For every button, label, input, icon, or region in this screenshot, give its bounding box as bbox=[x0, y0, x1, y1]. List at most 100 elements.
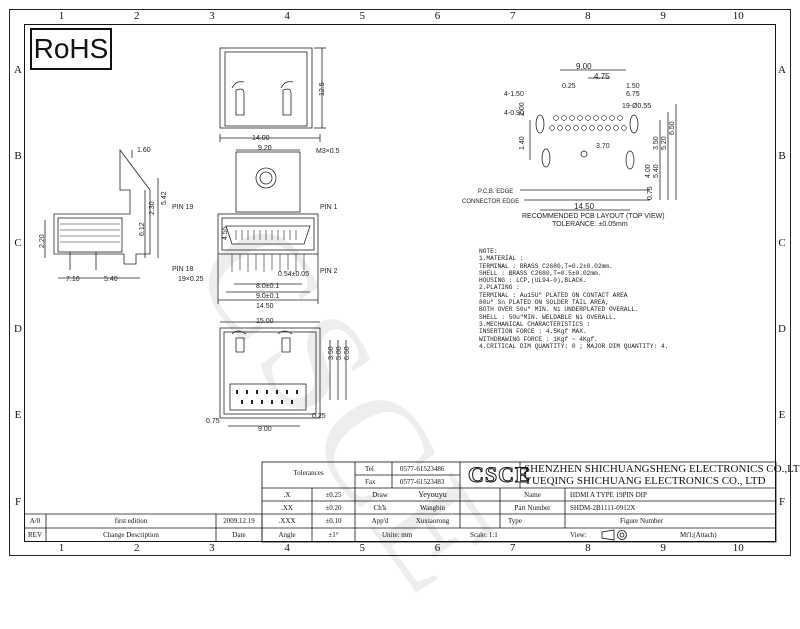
scale-label: Scale: 1:1 bbox=[470, 531, 498, 539]
row-label-right: D bbox=[778, 322, 786, 335]
notes-block: NOTE:1.MATERIAL : TERMINAL : BRASS C2680… bbox=[479, 248, 668, 350]
draw-value: Yeyouyu bbox=[418, 490, 447, 499]
row-label-left: A bbox=[14, 64, 22, 76]
dim-pcb-370: 3.70 bbox=[596, 143, 610, 150]
check-value: Wangbin bbox=[419, 504, 446, 512]
note-line: TERMINAL : Au15U" PLATED ON CONTACT AREA bbox=[479, 291, 628, 299]
label-connector-edge: CONNECTOR EDGE bbox=[462, 199, 519, 205]
name-label: Name bbox=[524, 491, 541, 499]
row-label-right: A bbox=[778, 64, 786, 76]
revision-date: 2009.12.19 bbox=[223, 517, 255, 525]
dim-pcb-19-055: 19-Ø0.55 bbox=[622, 103, 651, 110]
note-line: SHELL : 50u"MIN. WELDABLE Ni OVERALL. bbox=[479, 313, 617, 321]
label-pitch: 19×0.25 bbox=[178, 276, 204, 283]
drawing-canvas: 12.5 14.00 9.20 M3×0.5 4.55 0.54±0.05 8.… bbox=[24, 47, 777, 543]
dim-front-width: 14.00 bbox=[252, 135, 270, 142]
material-label: Mt'l:(Attach) bbox=[680, 531, 717, 539]
pcb-tolerance: TOLERANCE: ±0.05mm bbox=[552, 221, 628, 228]
dim-side-220: 2.20 bbox=[39, 234, 46, 248]
inner-frame bbox=[24, 24, 776, 542]
dim-pcb-675: 6.75 bbox=[626, 91, 640, 98]
row-label-left: D bbox=[14, 322, 22, 335]
dim-pcb-150: 1.50 bbox=[626, 83, 640, 90]
row-label-right: C bbox=[778, 236, 786, 249]
column-label-top: 10 bbox=[732, 10, 744, 22]
type-label: Type bbox=[508, 517, 522, 525]
dim-side-540: 5.40 bbox=[104, 276, 118, 283]
dim-bottom-1500: 15.00 bbox=[256, 318, 274, 325]
dim-455: 4.55 bbox=[222, 226, 229, 240]
column-label-bottom: 8 bbox=[585, 542, 591, 554]
dim-pcb-400: 4.00 bbox=[645, 164, 652, 178]
label-pin18: PIN 18 bbox=[172, 266, 194, 273]
fax-label: Fax bbox=[365, 478, 376, 486]
tel-value: 0577-61523486 bbox=[400, 465, 445, 473]
dim-pcb-475: 4.75 bbox=[594, 72, 610, 81]
dim-side-160: 1.60 bbox=[137, 147, 151, 154]
part-number-label: Part Number bbox=[514, 504, 551, 512]
approved-label: App'd bbox=[371, 517, 389, 525]
outer-frame bbox=[9, 9, 791, 556]
dim-side-542: 5.42 bbox=[161, 191, 168, 205]
pcb-caption: RECOMMENDED PCB LAYOUT (TOP VIEW) bbox=[522, 213, 665, 220]
tolerance-key: Angle bbox=[278, 531, 296, 539]
note-line: 3.MECHANICAL CHARACTERISTICS : bbox=[479, 320, 591, 328]
row-label-right: E bbox=[778, 409, 786, 422]
column-label-bottom: 7 bbox=[509, 542, 516, 554]
label-pcb-edge: P.C.B. EDGE bbox=[478, 189, 513, 195]
rohs-badge: RoHS bbox=[30, 28, 112, 70]
tolerance-key: .X bbox=[283, 491, 291, 499]
tolerance-key: .XXX bbox=[278, 517, 296, 525]
dim-top-height: 12.5 bbox=[319, 82, 326, 96]
column-label-top: 6 bbox=[434, 10, 441, 22]
dim-pcb-4-090: 4-0.90 bbox=[504, 110, 524, 117]
date-header: Date bbox=[232, 531, 246, 539]
note-line: BOTH OVER 50u" MIN. Ni UNDERPLATED OVERA… bbox=[479, 306, 639, 314]
column-label-top: 5 bbox=[359, 10, 366, 22]
dim-pcb-520: 5.20 bbox=[661, 136, 668, 150]
tolerances-label: Tolerances bbox=[293, 469, 324, 477]
units-label: Unite: mm bbox=[382, 531, 413, 539]
title-block-grid bbox=[24, 461, 777, 543]
note-line: 4.CRITICAL DIM QUANTITY: 0 ; MAJOR DIM Q… bbox=[479, 342, 669, 350]
row-label-left: F bbox=[14, 495, 22, 508]
figure-number-label: Figure Number bbox=[620, 517, 663, 525]
dim-pcb-200: 2.00 bbox=[519, 102, 526, 116]
note-line: 1.MATERIAL : bbox=[479, 255, 524, 263]
description-header: Change Description bbox=[103, 531, 159, 539]
dim-pcb-350: 3.50 bbox=[653, 136, 660, 150]
dimension-labels: 12.5 14.00 9.20 M3×0.5 4.55 0.54±0.05 8.… bbox=[39, 62, 676, 433]
label-pin1: PIN 1 bbox=[320, 204, 338, 211]
fax-value: 0577-61523483 bbox=[400, 478, 445, 486]
dim-pcb-075: 0.75 bbox=[647, 186, 654, 200]
dim-pcb-900: 9.00 bbox=[576, 62, 592, 71]
dim-side-612: 6.12 bbox=[139, 222, 146, 236]
column-label-bottom: 4 bbox=[284, 542, 290, 554]
note-line: HOUSING : LCP,(UL94-0),BLACK. bbox=[479, 277, 587, 285]
note-line: TERMINAL : BRASS C2680,T=0.2±0.02mm. bbox=[479, 262, 613, 270]
note-line: 2.PLATING : bbox=[479, 284, 520, 292]
dim-14-50: 14.50 bbox=[256, 303, 274, 310]
note-line: NOTE: bbox=[479, 248, 498, 255]
dim-8-0: 8.0±0.1 bbox=[256, 283, 279, 290]
dim-pcb-540: 5.40 bbox=[653, 164, 660, 178]
dim-bottom-075: 0.75 bbox=[206, 418, 220, 425]
dim-pcb-1450: 14.50 bbox=[574, 202, 595, 211]
side-view bbox=[44, 148, 159, 279]
tolerance-value: ±0.25 bbox=[325, 491, 342, 499]
column-label-top: 1 bbox=[58, 10, 65, 22]
column-label-top: 8 bbox=[585, 10, 591, 22]
column-label-bottom: 1 bbox=[58, 542, 65, 554]
bottom-view bbox=[219, 321, 347, 427]
drawing-sheet: RoHS CSCE bbox=[9, 9, 800, 627]
column-label-bottom: 5 bbox=[359, 542, 366, 554]
pcb-layout-view bbox=[520, 69, 677, 211]
note-line: INSERTION FORCE : 4.5Kgf MAX. bbox=[479, 328, 587, 336]
column-label-bottom: 6 bbox=[434, 542, 441, 554]
column-label-top: 2 bbox=[133, 10, 140, 22]
rev-header: REV bbox=[28, 531, 42, 539]
tolerance-value: ±0.10 bbox=[325, 517, 342, 525]
dim-bottom-500: 5.00 bbox=[336, 346, 343, 360]
column-label-top: 7 bbox=[509, 10, 516, 22]
tel-label: Tel bbox=[365, 465, 374, 473]
